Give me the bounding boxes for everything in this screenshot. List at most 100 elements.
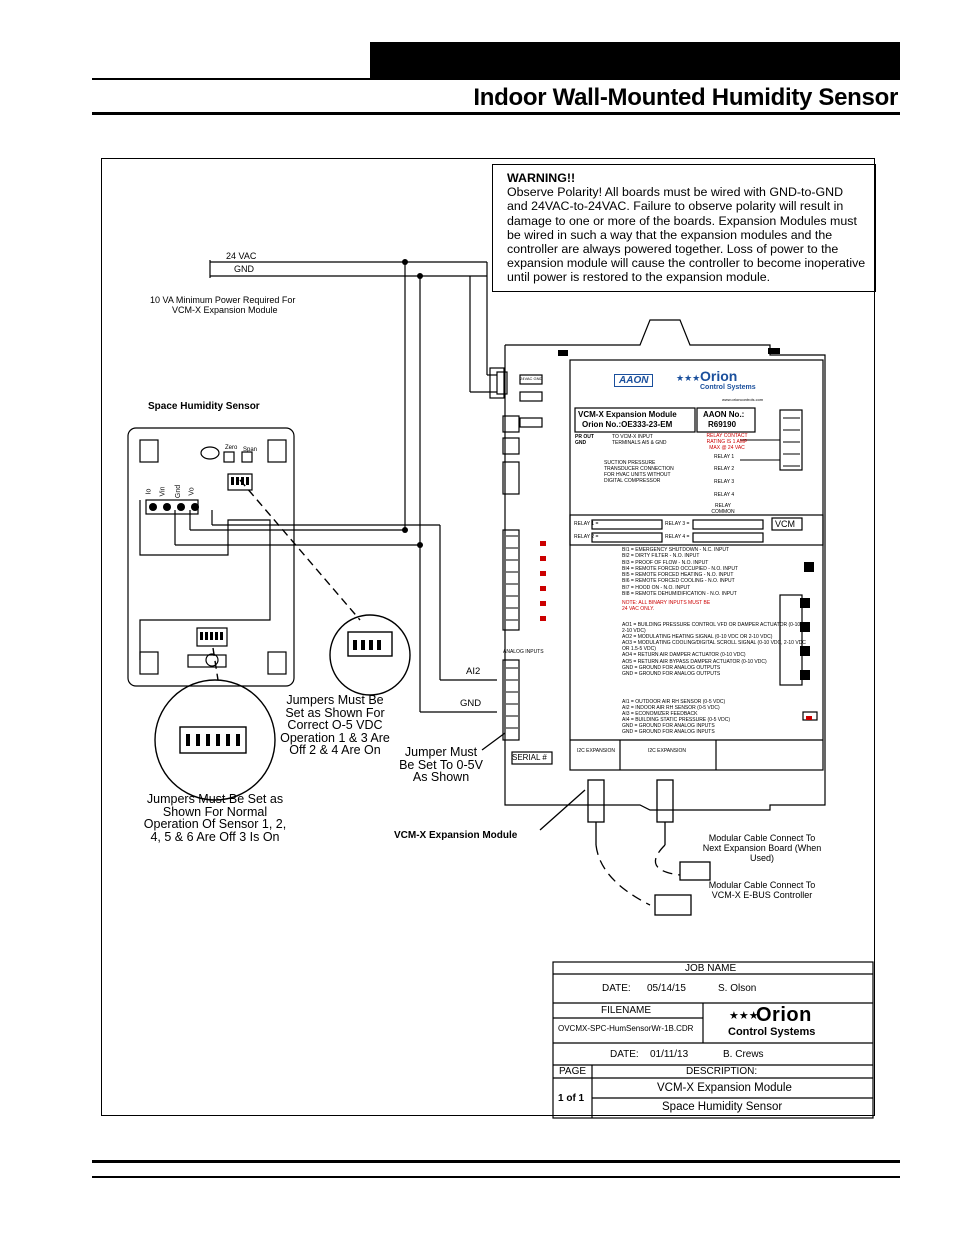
relay-field-1: RELAY 1 =	[574, 521, 599, 527]
board-power-label: 24VAC GND	[520, 376, 543, 381]
author2: B. Crews	[723, 1049, 764, 1060]
date1-value: 05/14/15	[647, 983, 686, 994]
analog-outputs-list: AO1 = BUILDING PRESSURE CONTROL VFD OR D…	[622, 622, 812, 677]
ao1: AO1 = BUILDING PRESSURE CONTROL VFD OR D…	[622, 622, 810, 635]
serial-label: SERIAL #	[512, 753, 547, 762]
power-note-line1: 10 VA Minimum Power Required For	[150, 295, 296, 305]
suction-note: SUCTION PRESSURE TRANSDUCER CONNECTION F…	[604, 460, 674, 484]
analog-inputs-header: ANALOG INPUTS	[503, 649, 544, 655]
span-label: Span	[243, 447, 258, 453]
warning-body: Observe Polarity! All boards must be wir…	[507, 185, 866, 285]
page-label: PAGE	[559, 1066, 587, 1077]
warning-heading: WARNING!!	[507, 171, 576, 185]
aaon-no-label: AAON No.:	[703, 410, 745, 419]
footer-rule	[92, 1160, 900, 1163]
power-note-line2: VCM-X Expansion Module	[172, 305, 278, 315]
footer-rule-2	[92, 1176, 900, 1178]
ao3: AO3 = MODULATING COOLING/DIGITAL SCROLL …	[622, 640, 806, 653]
ai3: AI3 = ECONOMIZER FEEDBACK	[622, 711, 698, 718]
sensor-title: Space Humidity Sensor	[148, 401, 260, 412]
module-label: VCM-X Expansion Module	[394, 830, 518, 841]
ai-gnd-2: GND = GROUND FOR ANALOG INPUTS	[622, 729, 715, 736]
titleblock-orion-sub: Control Systems	[728, 1026, 816, 1038]
i2c-right-label: I2C EXPANSION	[648, 748, 686, 754]
ao-gnd-1: GND = GROUND FOR ANALOG OUTPUTS	[622, 664, 721, 671]
binary-inputs-list: BI1 = EMERGENCY SHUTDOWN - N.C. INPUT BI…	[622, 547, 738, 597]
relay-2-label: RELAY 2	[714, 466, 735, 472]
date1-label: DATE:	[602, 983, 631, 994]
i2c-left-label: I2C EXPANSION	[577, 748, 615, 754]
orion-logo: Orion	[700, 368, 738, 384]
orion-stars-icon: ★★★	[729, 1010, 759, 1022]
gnd-wire-label: GND	[460, 698, 482, 709]
ao5: AO5 = RETURN AIR BYPASS DAMPER ACTUATOR …	[622, 658, 767, 665]
header-rule	[92, 78, 900, 80]
relay-contact-note: RELAY CONTACT RATING IS 1 AMP MAX @ 24 V…	[706, 433, 748, 451]
aaon-no: R69190	[708, 420, 737, 429]
filename-value: OVCMX-SPC-HumSensorWr-1B.CDR	[558, 1024, 694, 1033]
bi4: BI4 = REMOTE FORCED OCCUPIED - N.O. INPU…	[622, 565, 738, 572]
desc-line2: Space Humidity Sensor	[662, 1101, 783, 1113]
sensor-terminal-gnd: Gnd	[175, 484, 183, 499]
page-value: 1 of 1	[558, 1093, 585, 1104]
relay-field-3: RELAY 3 =	[665, 521, 690, 527]
job-name-label: JOB NAME	[685, 963, 737, 974]
jumpers-normal-note: Jumpers Must Be Set as Shown For Normal …	[143, 792, 287, 844]
bi-note: NOTE: ALL BINARY INPUTS MUST BE 24 VAC O…	[622, 600, 711, 612]
sensor-terminal-io: Io	[145, 488, 153, 495]
ai4: AI4 = BUILDING STATIC PRESSURE (0-5 VDC)	[622, 717, 731, 724]
analog-inputs-list: AI1 = OUTDOOR AIR RH SENSOR (0-5 VDC) AI…	[622, 699, 730, 736]
board-stars-icon: ★★★	[676, 373, 701, 383]
title-rule	[92, 112, 900, 115]
pr-gnd-label: GND	[575, 440, 587, 446]
diagram-frame	[101, 158, 875, 1116]
header-bar	[370, 42, 900, 78]
description-label: DESCRIPTION:	[686, 1066, 758, 1077]
pr-note: TO VCM-X INPUT TERMINALS AI5 & GND	[612, 434, 667, 446]
filename-label: FILENAME	[601, 1005, 652, 1016]
cable-ebus-note: Modular Cable Connect To VCM-X E-BUS Con…	[708, 880, 816, 900]
ao-gnd-2: GND = GROUND FOR ANALOG OUTPUTS	[622, 670, 721, 677]
relay-field-4: RELAY 4 =	[665, 534, 690, 540]
ao4: AO4 = RETURN AIR DAMPER ACTUATOR (0-10 V…	[622, 652, 746, 659]
relay-field-2: RELAY 2 =	[574, 534, 599, 540]
warning-box: WARNING!! Observe Polarity! All boards m…	[492, 164, 876, 292]
desc-line1: VCM-X Expansion Module	[657, 1082, 792, 1094]
bi8: BI8 = REMOTE DEHUMIDIFICATION - N.O. INP…	[622, 591, 737, 598]
jumper-board-note: Jumper Must Be Set To 0-5V As Shown	[399, 745, 483, 784]
aaon-logo: AAON	[614, 374, 654, 387]
relay-1-label: RELAY 1	[714, 454, 735, 460]
orion-logo-sub: Control Systems	[700, 384, 756, 391]
bi5: BI5 = REMOTE FORCED HEATING - N.O. INPUT	[622, 572, 734, 579]
sensor-terminal-vin: Vin	[159, 486, 167, 497]
date2-label: DATE:	[610, 1049, 639, 1060]
bi7: BI7 = HOOD ON - N.O. INPUT	[622, 584, 691, 591]
bi2: BI2 = DIRTY FILTER - N.O. INPUT	[622, 553, 700, 560]
gnd-label: GND	[234, 264, 254, 274]
relay-common-label: RELAY COMMON	[711, 503, 735, 515]
date2-value: 01/11/13	[650, 1049, 689, 1060]
jumpers-correct-note: Jumpers Must Be Set as Shown For Correct…	[280, 693, 390, 757]
author1: S. Olson	[718, 983, 757, 994]
module-part: Orion No.:OE333-23-EM	[582, 420, 673, 429]
pr-out-label: PR OUT	[575, 434, 594, 440]
ai2: AI2 = INDOOR AIR RH SENSOR (0-5 VDC)	[622, 705, 720, 712]
page-title: Indoor Wall-Mounted Humidity Sensor	[473, 84, 898, 111]
bi6: BI6 = REMOTE FORCED COOLING - N.O. INPUT	[622, 578, 735, 585]
module-title: VCM-X Expansion Module	[578, 410, 677, 419]
vcm-label: VCM	[775, 519, 795, 529]
zero-label: Zero	[225, 445, 238, 451]
titleblock-orion-logo: Orion	[756, 1004, 812, 1026]
cable-next-note: Modular Cable Connect To Next Expansion …	[702, 833, 822, 863]
relay-3-label: RELAY 3	[714, 479, 735, 485]
website-label: www.orioncontrols.com	[722, 397, 764, 402]
ai2-label: AI2	[466, 666, 481, 677]
bi1: BI1 = EMERGENCY SHUTDOWN - N.C. INPUT	[622, 547, 730, 553]
sensor-terminal-vo: Vo	[188, 487, 196, 496]
bi3: BI3 = PROOF OF FLOW - N.O. INPUT	[622, 559, 709, 566]
vac-label: 24 VAC	[226, 251, 257, 261]
ai1: AI1 = OUTDOOR AIR RH SENSOR (0-5 VDC)	[622, 699, 726, 705]
ai-gnd-1: GND = GROUND FOR ANALOG INPUTS	[622, 723, 715, 730]
relay-4-label: RELAY 4	[714, 492, 735, 498]
